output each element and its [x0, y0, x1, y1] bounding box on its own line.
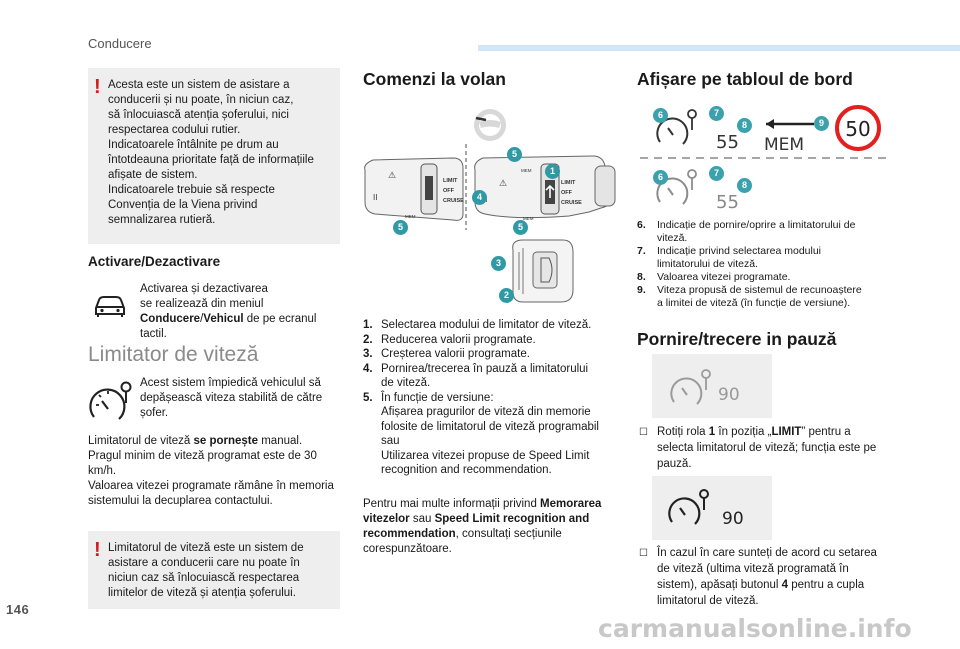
warning-box-limiter: ! Limitatorul de viteză este un sistem d… — [88, 531, 340, 609]
svg-text:⚠: ⚠ — [388, 170, 396, 180]
callout-5: 5 — [507, 147, 522, 162]
list-item: 7.Indicație privind selectarea modului l… — [637, 245, 822, 270]
speed-limiter-icon: 90 — [670, 369, 740, 405]
limiter-heading: Limitator de viteză — [88, 343, 259, 366]
warning-icon: ! — [94, 76, 101, 98]
list-item: 6.Indicație de pornire/oprire a limitato… — [637, 219, 856, 244]
callout-8: 8 — [737, 118, 752, 133]
callout-2: 2 — [499, 288, 514, 303]
warning-text: Acesta este un sistem de asistare a cond… — [108, 79, 314, 226]
svg-text:OFF: OFF — [443, 188, 455, 194]
list-item: 4.Pornirea/trecerea în pauză a limitator… — [363, 362, 589, 390]
svg-text:MEM: MEM — [764, 135, 804, 155]
limiter-active-display: 90 — [652, 476, 772, 540]
limiter-description: Limitatorul de viteză se pornește manual… — [88, 435, 334, 507]
callout-3: 3 — [491, 256, 506, 271]
list-item: 3.Creșterea valorii programate. — [363, 348, 530, 360]
svg-text:II: II — [373, 193, 377, 202]
callout-5: 5 — [393, 220, 408, 235]
svg-text:55: 55 — [716, 192, 739, 213]
callout-6: 6 — [653, 170, 668, 185]
svg-text:50: 50 — [845, 117, 870, 141]
car-icon — [95, 296, 125, 317]
svg-text:MEM: MEM — [405, 214, 416, 219]
svg-text:MEM: MEM — [523, 216, 534, 221]
activation-heading: Activare/Dezactivare — [88, 254, 221, 269]
page-number: 146 — [6, 602, 30, 617]
callout-7: 7 — [709, 106, 724, 121]
dashboard-display-list: 6.Indicație de pornire/oprire a limitato… — [637, 219, 887, 310]
steering-controls-illustration: LIMIT OFF CRUISE MEM ⚠ II LIMIT OFF CRUI… — [363, 102, 618, 312]
svg-text:LIMIT: LIMIT — [443, 178, 458, 184]
list-item: 8.Valoarea vitezei programate. — [637, 271, 791, 283]
callout-4: 4 — [472, 190, 487, 205]
watermark: carmanualsonline.info — [598, 614, 912, 643]
warning-text: Limitatorul de viteză este un sistem de … — [108, 542, 304, 599]
svg-text:CRUISE: CRUISE — [561, 200, 582, 206]
callout-1: 1 — [545, 164, 560, 179]
svg-text:OFF: OFF — [561, 190, 573, 196]
svg-text:90: 90 — [722, 509, 744, 529]
warning-icon: ! — [94, 539, 101, 561]
checkbox-icon: ☐ — [639, 427, 648, 438]
dashboard-display-heading: Afișare pe tabloul de bord — [637, 69, 853, 89]
section-title: Conducere — [88, 36, 152, 51]
speed-limiter-icon — [89, 381, 132, 420]
speed-limiter-icon: 90 — [668, 489, 744, 529]
callout-9: 9 — [814, 116, 829, 131]
svg-text:CRUISE: CRUISE — [443, 198, 464, 204]
callout-6: 6 — [653, 108, 668, 123]
limiter-paused-display: 90 — [652, 354, 772, 418]
list-item: 9.Viteza propusă de sistemul de recunoaș… — [637, 284, 862, 309]
list-item: 2.Reducerea valorii programate. — [363, 333, 536, 346]
pause-step-2: ☐ În cazul în care sunteți de acord cu s… — [639, 547, 877, 607]
svg-text:⚠: ⚠ — [499, 178, 507, 188]
more-info-text: Pentru mai multe informații privind Memo… — [363, 498, 602, 555]
instrument-display-diagram: 55 MEM 50 55 — [640, 105, 890, 213]
limiter-intro: Acest sistem împiedică vehiculul să depă… — [140, 377, 323, 419]
checkbox-icon: ☐ — [639, 548, 648, 559]
steering-controls-heading: Comenzi la volan — [363, 69, 506, 89]
steering-stalk-diagram: LIMIT OFF CRUISE MEM ⚠ II LIMIT OFF CRUI… — [364, 109, 616, 303]
dashboard-display-illustration: 55 MEM 50 55 6 7 8 9 6 7 8 — [640, 100, 890, 216]
svg-text:MEM: MEM — [521, 168, 532, 173]
callout-7: 7 — [709, 166, 724, 181]
header-accent-bar — [478, 45, 960, 51]
svg-text:90: 90 — [718, 385, 740, 405]
warning-box-system: ! Acesta este un sistem de asistare a co… — [88, 68, 340, 244]
pause-step-1: ☐ Rotiți rola 1 în poziția „LIMIT” pentr… — [639, 426, 877, 470]
svg-text:55: 55 — [716, 132, 739, 153]
list-item: 5.În funcție de versiune: Afișarea pragu… — [363, 391, 599, 477]
steering-controls-list: 1.Selectarea modului de limitator de vit… — [363, 318, 618, 478]
callout-8: 8 — [737, 178, 752, 193]
list-item: 1.Selectarea modului de limitator de vit… — [363, 319, 592, 331]
callout-5: 5 — [513, 220, 528, 235]
pause-heading: Pornire/trecere in pauză — [637, 329, 837, 349]
activation-text: Activarea și dezactivarea se realizează … — [140, 283, 317, 340]
svg-text:LIMIT: LIMIT — [561, 180, 576, 186]
